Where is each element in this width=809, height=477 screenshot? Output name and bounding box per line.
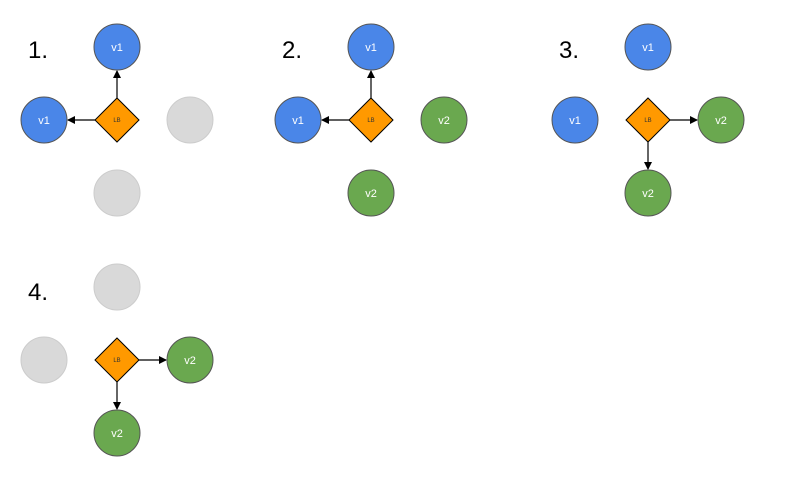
node-label: v1 [642,42,654,54]
node-label: v2 [111,428,123,440]
node-label: v2 [184,355,196,367]
empty-node-top [93,263,141,311]
server-node-left-v1 [551,96,599,144]
step-number: 3. [559,37,579,64]
panel-step-3: 3. v1 v1 v2 v2 LB [551,23,745,217]
step-number: 4. [28,279,48,306]
load-balancer-label: LB [367,118,374,124]
empty-node-bottom [93,169,141,217]
load-balancer-label: LB [113,358,120,364]
server-node-top-v1 [624,23,672,71]
panel-step-4: 4. v2 v2 LB [20,263,214,457]
empty-node-left [20,336,68,384]
empty-node-right [166,96,214,144]
step-number: 1. [28,37,48,64]
server-node-top-v1 [93,23,141,71]
load-balancer [94,337,140,383]
node-label: v1 [569,115,581,127]
server-node-bottom-v2 [624,169,672,217]
panel-step-2: 2. v1 v1 v2 v2 LB [274,23,468,217]
node-label: v2 [642,188,654,200]
node-label: v1 [38,115,50,127]
server-node-right-v2 [420,96,468,144]
load-balancer [348,97,394,143]
node-label: v2 [438,115,450,127]
node-label: v1 [111,42,123,54]
server-node-left-v1 [274,96,322,144]
node-label: v2 [715,115,727,127]
step-number: 2. [282,37,302,64]
node-label: v1 [365,42,377,54]
server-node-right-v2 [166,336,214,384]
server-node-top-v1 [347,23,395,71]
server-node-left-v1 [20,96,68,144]
load-balancer-label: LB [113,118,120,124]
load-balancer [625,97,671,143]
node-label: v1 [292,115,304,127]
load-balancer [94,97,140,143]
server-node-right-v2 [697,96,745,144]
server-node-bottom-v2 [93,409,141,457]
node-label: v2 [365,188,377,200]
server-node-bottom-v2 [347,169,395,217]
load-balancer-label: LB [644,118,651,124]
